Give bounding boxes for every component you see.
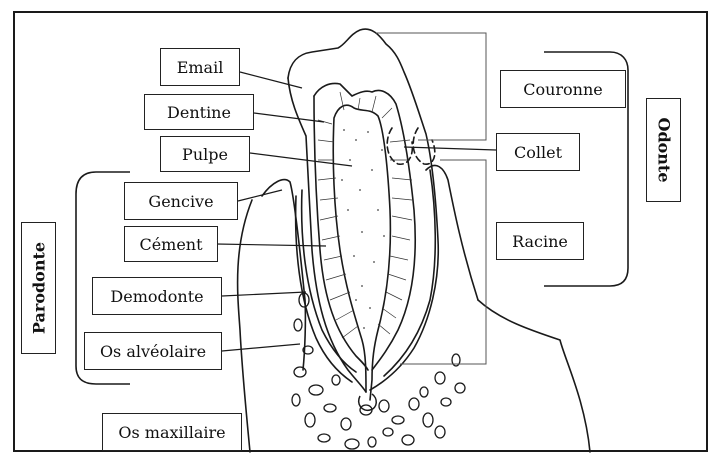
label-racine: Racine	[496, 222, 584, 260]
label-email: Email	[160, 48, 240, 86]
group-odonte-label: Odonte	[654, 117, 673, 183]
cement-line-left	[300, 189, 357, 373]
label-os-alveolaire: Os alvéolaire	[84, 332, 222, 370]
racine-guide	[400, 159, 487, 365]
label-collet: Collet	[496, 133, 580, 171]
os-alveolaire-leader	[221, 343, 301, 352]
gencive-leader	[237, 189, 283, 202]
maxillary-bone-right-outline	[477, 299, 591, 453]
pulpe-leader	[249, 152, 353, 167]
enamel-outline	[287, 28, 440, 391]
dentine-hatching	[317, 91, 413, 339]
label-demodonte: Demodonte	[92, 277, 222, 315]
cement-line-right	[383, 169, 437, 377]
group-odonte: Odonte	[646, 98, 681, 202]
demodonte-leader	[221, 291, 307, 297]
label-gencive: Gencive	[124, 182, 238, 220]
label-pulpe: Pulpe	[160, 136, 250, 172]
gum-right-outline	[425, 164, 479, 301]
maxillary-bone-outline	[236, 199, 253, 453]
odonte-bracket	[544, 51, 629, 287]
dentine-outline	[313, 82, 416, 371]
dentine-leader	[253, 112, 325, 123]
pulp-outline	[332, 104, 392, 401]
enamel-left-outline	[287, 77, 367, 393]
collet-dashed-right	[412, 127, 436, 165]
collet-dashed-left	[386, 127, 414, 166]
group-parodonte: Parodonte	[21, 222, 56, 354]
collet-leader	[403, 146, 497, 151]
label-dentine: Dentine	[144, 94, 254, 130]
bone-texture	[291, 292, 466, 450]
gum-left-outline	[261, 178, 307, 371]
couronne-guide	[376, 32, 487, 141]
label-os-maxillaire: Os maxillaire	[102, 413, 242, 451]
label-couronne: Couronne	[500, 70, 626, 108]
apical-foramen	[358, 393, 377, 412]
email-leader	[239, 71, 303, 89]
group-parodonte-label: Parodonte	[29, 241, 48, 335]
label-cement: Cément	[124, 226, 218, 262]
parodonte-bracket	[75, 171, 130, 385]
pulp-stippling	[341, 129, 385, 329]
periodontal-line-left	[294, 195, 353, 383]
cement-leader	[215, 243, 327, 247]
